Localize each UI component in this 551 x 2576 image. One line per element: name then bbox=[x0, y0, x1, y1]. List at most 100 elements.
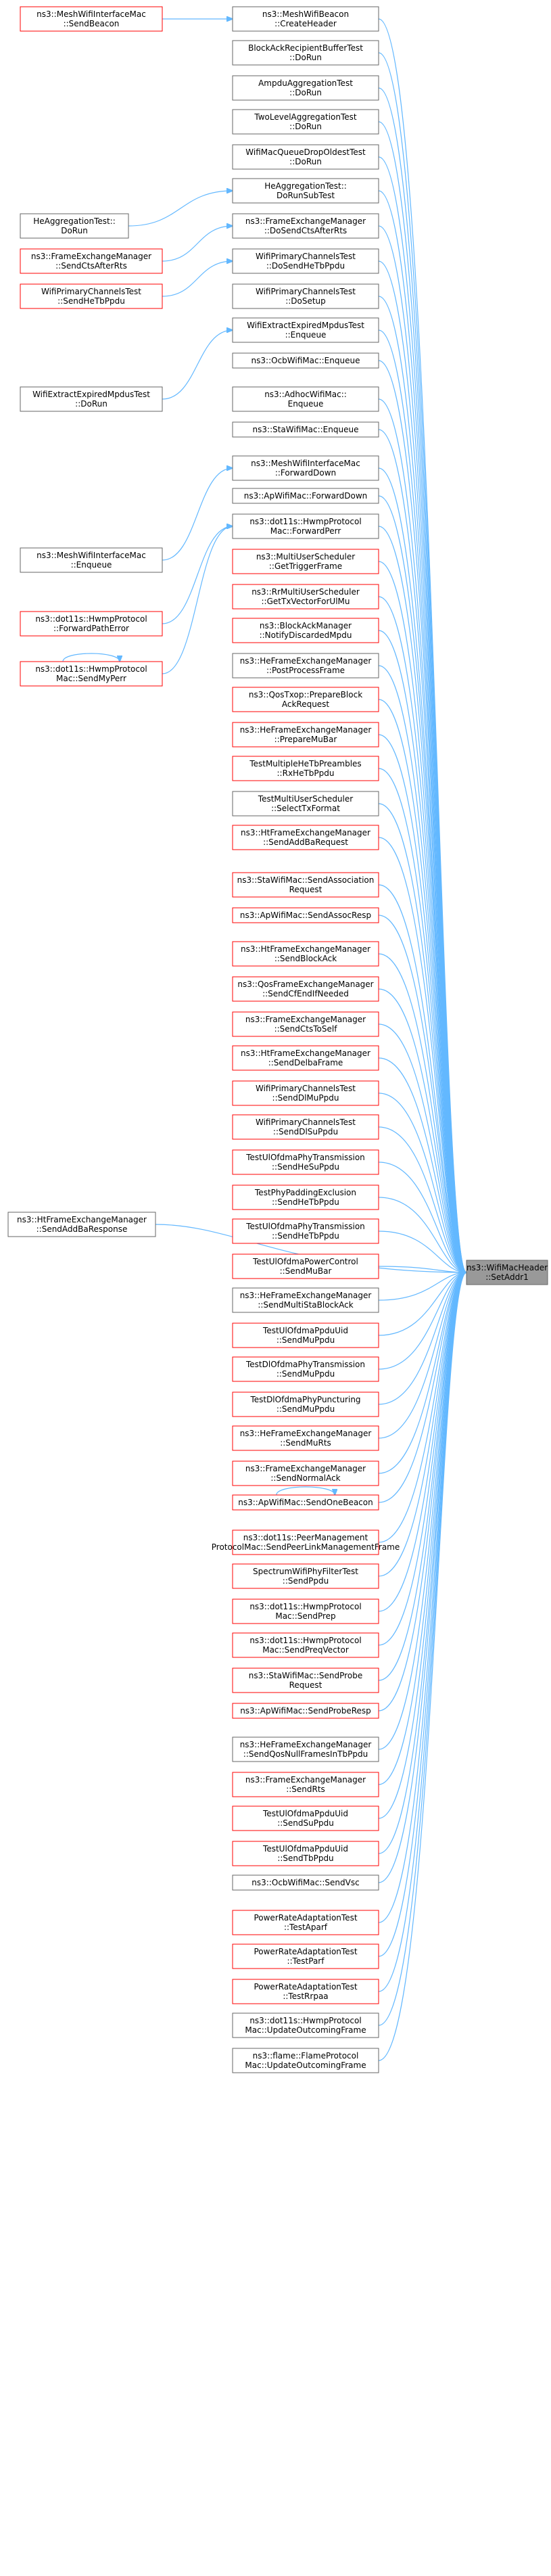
node-label-line: WifiExtractExpiredMpdusTest bbox=[247, 321, 364, 330]
function-node-c1[interactable]: ns3::MeshWifiInterfaceMac::SendBeacon bbox=[20, 6, 163, 32]
node-label-line: ::SendHeTbPpdu bbox=[272, 1231, 339, 1241]
node-label-line: ns3::MeshWifiInterfaceMac bbox=[37, 9, 146, 19]
function-node-n55[interactable]: ns3::OcbWifiMac::SendVsc bbox=[232, 1874, 379, 1891]
function-node-n50[interactable]: ns3::ApWifiMac::SendProbeResp bbox=[232, 1703, 379, 1719]
function-node-n30[interactable]: ns3::FrameExchangeManager::SendCtsToSelf bbox=[232, 1011, 379, 1037]
call-edge bbox=[378, 1272, 466, 1370]
node-label-line: ::RxHeTbPpdu bbox=[277, 768, 335, 778]
node-label-line: WifiPrimaryChannelsTest bbox=[256, 252, 356, 261]
function-node-c5[interactable]: WifiExtractExpiredMpdusTest::DoRun bbox=[20, 386, 163, 412]
function-node-n11[interactable]: ns3::OcbWifiMac::Enqueue bbox=[232, 352, 379, 369]
node-label-line: ns3::WifiMacHeader bbox=[466, 1263, 548, 1272]
function-node-n33[interactable]: WifiPrimaryChannelsTest::SendDlSuPpdu bbox=[232, 1114, 379, 1140]
node-label-line: TestUlOfdmaPpduUid bbox=[262, 1326, 348, 1335]
function-node-n38[interactable]: ns3::HeFrameExchangeManager::SendMultiSt… bbox=[232, 1287, 379, 1313]
node-label-line: ::SendHeSuPpdu bbox=[272, 1162, 339, 1172]
function-node-n12[interactable]: ns3::AdhocWifiMac::Enqueue bbox=[232, 386, 379, 412]
node-label-line: Mac::UpdateOutcomingFrame bbox=[245, 2025, 366, 2035]
function-node-c9[interactable]: ns3::HtFrameExchangeManager::SendAddBaRe… bbox=[7, 1212, 156, 1237]
function-node-n39[interactable]: TestUlOfdmaPpduUid::SendMuPpdu bbox=[232, 1322, 379, 1348]
function-node-n42[interactable]: ns3::HeFrameExchangeManager::SendMuRts bbox=[232, 1425, 379, 1451]
function-node-n36[interactable]: TestUlOfdmaPhyTransmission::SendHeTbPpdu bbox=[232, 1218, 379, 1244]
function-node-n46[interactable]: SpectrumWifiPhyFilterTest::SendPpdu bbox=[232, 1563, 379, 1589]
function-node-n48[interactable]: ns3::dot11s::HwmpProtocolMac::SendPreqVe… bbox=[232, 1632, 379, 1658]
node-box bbox=[232, 283, 379, 309]
function-node-c7[interactable]: ns3::dot11s::HwmpProtocol::ForwardPathEr… bbox=[20, 611, 163, 637]
node-label-line: PowerRateAdaptationTest bbox=[254, 1947, 357, 1956]
function-node-target[interactable]: ns3::WifiMacHeader::SetAddr1 bbox=[466, 1260, 548, 1285]
node-label-line: ::GetTriggerFrame bbox=[269, 561, 342, 571]
node-box bbox=[232, 618, 379, 643]
function-node-n22[interactable]: ns3::HeFrameExchangeManager::PrepareMuBa… bbox=[232, 722, 379, 748]
node-box bbox=[232, 213, 379, 239]
node-label-line: ::SendRts bbox=[286, 1785, 325, 1794]
function-node-n31[interactable]: ns3::HtFrameExchangeManager::SendDelbaFr… bbox=[232, 1045, 379, 1071]
function-node-n23[interactable]: TestMultipleHeTbPreambles::RxHeTbPpdu bbox=[232, 756, 379, 781]
function-node-n8[interactable]: WifiPrimaryChannelsTest::DoSendHeTbPpdu bbox=[232, 248, 379, 274]
function-node-n29[interactable]: ns3::QosFrameExchangeManager::SendCfEndI… bbox=[232, 976, 379, 1002]
function-node-n25[interactable]: ns3::HtFrameExchangeManager::SendAddBaRe… bbox=[232, 825, 379, 850]
function-node-n54[interactable]: TestUlOfdmaPpduUid::SendTbPpdu bbox=[232, 1841, 379, 1866]
function-node-n41[interactable]: TestDlOfdmaPhyPuncturing::SendMuPpdu bbox=[232, 1392, 379, 1417]
function-node-n51[interactable]: ns3::HeFrameExchangeManager::SendQosNull… bbox=[232, 1736, 379, 1762]
node-label-line: ::SendMuPpdu bbox=[277, 1369, 335, 1379]
node-box bbox=[232, 513, 379, 539]
function-node-c4[interactable]: WifiPrimaryChannelsTest::SendHeTbPpdu bbox=[20, 283, 163, 309]
function-node-c2[interactable]: HeAggregationTest::DoRun bbox=[20, 213, 129, 239]
node-label-line: ns3::OcbWifiMac::SendVsc bbox=[251, 1878, 359, 1887]
function-node-n7[interactable]: ns3::FrameExchangeManager::DoSendCtsAfte… bbox=[232, 213, 379, 239]
function-node-n35[interactable]: TestPhyPaddingExclusion::SendHeTbPpdu bbox=[232, 1184, 379, 1210]
function-node-n45[interactable]: ns3::dot11s::PeerManagementProtocolMac::… bbox=[212, 1530, 400, 1555]
function-node-n27[interactable]: ns3::ApWifiMac::SendAssocResp bbox=[232, 907, 379, 923]
node-box bbox=[232, 1149, 379, 1175]
node-box bbox=[232, 352, 379, 369]
function-node-n18[interactable]: ns3::RrMultiUserScheduler::GetTxVectorFo… bbox=[232, 584, 379, 610]
function-node-n14[interactable]: ns3::MeshWifiInterfaceMac::ForwardDown bbox=[232, 455, 379, 481]
function-node-n56[interactable]: PowerRateAdaptationTest::TestAparf bbox=[232, 1910, 379, 1935]
node-label-line: ::SendDelbaFrame bbox=[268, 1058, 343, 1067]
function-node-n5[interactable]: WifiMacQueueDropOldestTest::DoRun bbox=[232, 144, 379, 170]
function-node-n10[interactable]: WifiExtractExpiredMpdusTest::Enqueue bbox=[232, 317, 379, 343]
function-node-n34[interactable]: TestUlOfdmaPhyTransmission::SendHeSuPpdu bbox=[232, 1149, 379, 1175]
function-node-c6[interactable]: ns3::MeshWifiInterfaceMac::Enqueue bbox=[20, 547, 163, 573]
function-node-n4[interactable]: TwoLevelAggregationTest::DoRun bbox=[232, 109, 379, 135]
function-node-n15[interactable]: ns3::ApWifiMac::ForwardDown bbox=[232, 488, 379, 504]
function-node-n24[interactable]: TestMultiUserScheduler::SelectTxFormat bbox=[232, 791, 379, 816]
function-node-n53[interactable]: TestUlOfdmaPpduUid::SendSuPpdu bbox=[232, 1806, 379, 1831]
function-node-n52[interactable]: ns3::FrameExchangeManager::SendRts bbox=[232, 1772, 379, 1797]
function-node-n40[interactable]: TestDlOfdmaPhyTransmission::SendMuPpdu bbox=[232, 1356, 379, 1382]
function-node-n58[interactable]: PowerRateAdaptationTest::TestRrpaa bbox=[232, 1979, 379, 2004]
node-box bbox=[20, 547, 163, 573]
function-node-n19[interactable]: ns3::BlockAckManager::NotifyDiscardedMpd… bbox=[232, 618, 379, 643]
function-node-n6[interactable]: HeAggregationTest::DoRunSubTest bbox=[232, 178, 379, 204]
function-node-n28[interactable]: ns3::HtFrameExchangeManager::SendBlockAc… bbox=[232, 941, 379, 967]
function-node-n60[interactable]: ns3::flame::FlameProtocolMac::UpdateOutc… bbox=[232, 2048, 379, 2073]
function-node-n13[interactable]: ns3::StaWifiMac::Enqueue bbox=[232, 421, 379, 438]
node-box bbox=[232, 248, 379, 274]
function-node-n16[interactable]: ns3::dot11s::HwmpProtocolMac::ForwardPer… bbox=[232, 513, 379, 539]
function-node-n44[interactable]: ns3::ApWifiMac::SendOneBeacon bbox=[232, 1494, 379, 1511]
function-node-n59[interactable]: ns3::dot11s::HwmpProtocolMac::UpdateOutc… bbox=[232, 2013, 379, 2038]
function-node-n20[interactable]: ns3::HeFrameExchangeManager::PostProcess… bbox=[232, 653, 379, 678]
node-label-line: ::TestParf bbox=[287, 1956, 325, 1966]
node-label-line: ns3::HeFrameExchangeManager bbox=[240, 725, 372, 735]
function-node-n17[interactable]: ns3::MultiUserScheduler::GetTriggerFrame bbox=[232, 549, 379, 574]
function-node-n32[interactable]: WifiPrimaryChannelsTest::SendDlMuPpdu bbox=[232, 1080, 379, 1106]
node-box bbox=[232, 1494, 379, 1511]
node-box bbox=[232, 421, 379, 438]
node-label-line: HeAggregationTest:: bbox=[33, 216, 116, 226]
function-node-n1[interactable]: ns3::MeshWifiBeacon::CreateHeader bbox=[232, 6, 379, 32]
function-node-n2[interactable]: BlockAckRecipientBufferTest::DoRun bbox=[232, 40, 379, 66]
function-node-n57[interactable]: PowerRateAdaptationTest::TestParf bbox=[232, 1944, 379, 1969]
function-node-n9[interactable]: WifiPrimaryChannelsTest::DoSetup bbox=[232, 283, 379, 309]
function-node-c3[interactable]: ns3::FrameExchangeManager::SendCtsAfterR… bbox=[20, 248, 163, 274]
function-node-n43[interactable]: ns3::FrameExchangeManager::SendNormalAck bbox=[232, 1460, 379, 1486]
function-node-n3[interactable]: AmpduAggregationTest::DoRun bbox=[232, 75, 379, 101]
function-node-n37[interactable]: TestUlOfdmaPowerControl::SendMuBar bbox=[232, 1254, 379, 1279]
